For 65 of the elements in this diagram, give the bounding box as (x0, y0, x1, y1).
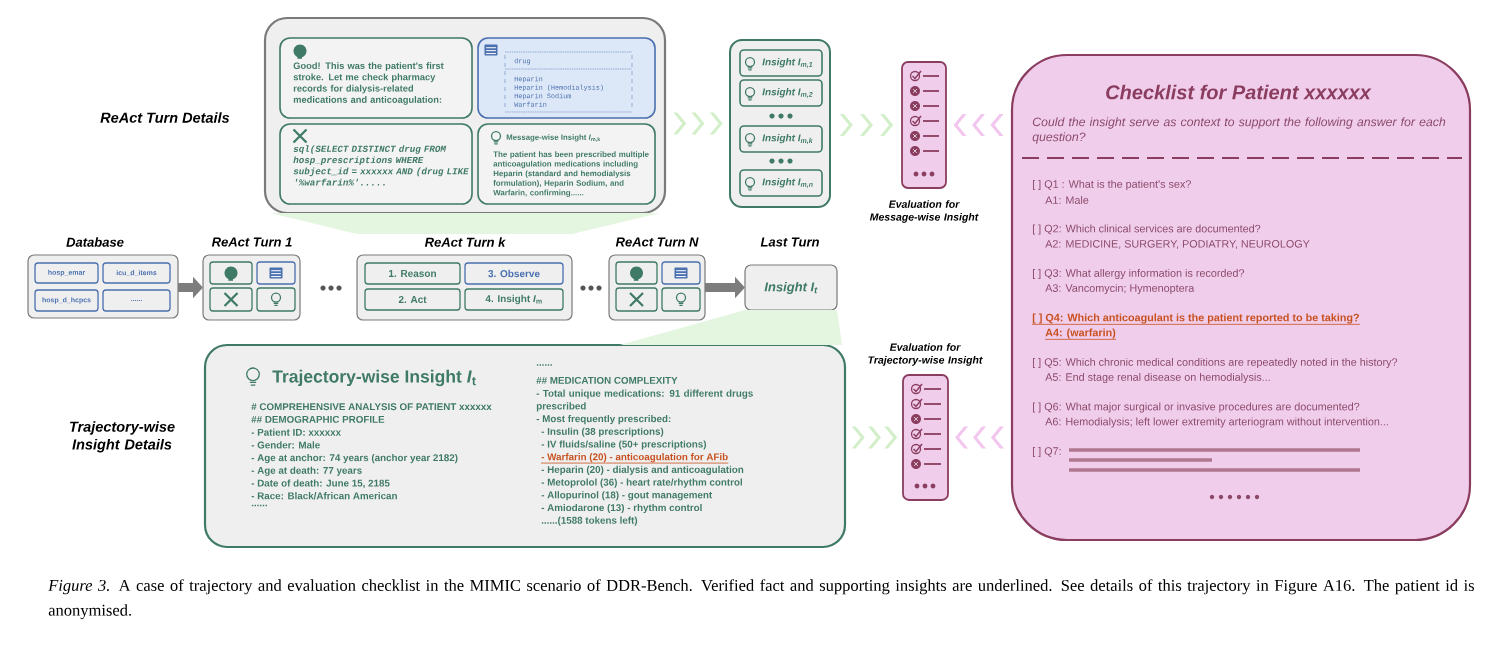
section-heading: Trajectory-wise Insight Details (70, 421, 175, 453)
insight-label: Insight I$_{t}$ (764, 281, 818, 295)
step-label: 2. Act (398, 295, 427, 304)
answer-text: A5: End stage renal disease on hemodialysis... (1045, 372, 1270, 384)
column-heading: Last Turn (760, 237, 819, 247)
insight-line: ...... (536, 364, 552, 366)
question-text: [ ] Q3: What allergy information is recorded? (1032, 268, 1245, 280)
insight-line: - Age at death: 77 years (251, 466, 362, 476)
insight-line: - Heparin (20) - dialysis and anticoagulation (541, 465, 744, 475)
insight-line: ## MEDICATION COMPLEXITY (536, 376, 678, 384)
checklist-title: Checklist for Patient xxxxxx (1106, 84, 1372, 100)
insight-label: Insight I$_{m,n}$ (762, 178, 813, 188)
figure-caption: Figure 3. A case of trajectory and evaluation checklist in the MIMIC scenario of DDR-Bench. Verified fact and supporting insights are underlined. See details of this trajectory in Figure A16. The patient id is anonymised. (48, 579, 1474, 620)
insight-line: - Race: Black/African American (251, 492, 397, 500)
zoom-funnel (620, 310, 842, 345)
insight-line: - IV fluids/saline (50+ prescriptions) (541, 440, 706, 450)
question-text: [ ] Q4: Which anticoagulant is the patient reported to be taking? (1031, 313, 1361, 325)
answer-text: A2: MEDICINE, SURGERY, PODIATRY, NEUROLOGY (1045, 240, 1310, 249)
insight-line: - Metoprolol (36) - heart rate/rhythm control (541, 478, 742, 488)
reasoning-text: Good! This was the patient's first stroke. Let me check pharmacy records for dialysis-related medications and anticoagulation: (293, 62, 444, 105)
insight-line: - Date of death: June 15, 2185 (251, 479, 390, 488)
evaluation-label: Evaluation for Message-wise Insight (869, 200, 979, 223)
insight-line: - Amiodarone (13) - rhythm control (541, 503, 702, 514)
step-label: 4. Insight I$_{m}$ (485, 294, 542, 305)
insight-line: - Warfarin (20) - anticoagulation for AFib (540, 453, 729, 464)
insight-label: Insight I$_{m,1}$ (762, 58, 813, 68)
insight-line: - Most frequently prescribed: (536, 415, 671, 425)
question-text: [ ] Q6: What major surgical or invasive procedures are documented? (1032, 402, 1360, 413)
step-label: 3. Observe (488, 269, 540, 278)
question-text: [ ] Q5: Which chronic medical conditions are repeatedly noted in the history? (1032, 357, 1398, 369)
step-label: 1. Reason (389, 270, 436, 277)
insight-line: - Age at anchor: 74 years (anchor year 2182) (251, 454, 458, 464)
insight-line: # COMPREHENSIVE ANALYSIS OF PATIENT xxxxxx (251, 403, 492, 411)
panel-title: Trajectory-wise Insight I$_{t}$ (272, 369, 476, 387)
chevron-arrow (953, 114, 1004, 136)
column-heading: ReAct Turn k (424, 237, 506, 247)
chevron-arrow (673, 112, 723, 135)
insight-line: - Total unique medications: 91 different drugs prescribed (536, 389, 753, 412)
insight-line: - Gender: Male (251, 441, 320, 449)
insight-line: ## DEMOGRAPHIC PROFILE (251, 415, 385, 423)
column-heading: ReAct Turn 1 (211, 237, 292, 247)
chevron-arrow (839, 114, 894, 136)
insight-line: - Allopurinol (18) - gout management (541, 491, 713, 501)
checklist-question: Could the insight serve as context to support the following answer for each question? (1032, 117, 1446, 144)
insight-line: - Patient ID: xxxxxx (251, 428, 341, 436)
answer-text: A3: Vancomycin; Hymenoptera (1045, 283, 1195, 295)
answer-text: A4: (warfarin) (1044, 328, 1117, 340)
answer-text: A6: Hemodialysis; left lower extremity arteriogram without intervention... (1045, 417, 1388, 428)
code-text: sql(SELECT DISTINCT drug FROM hosp_prescriptions WHERE subject_id = xxxxxx AND (drug LIKE '%warfarin%'..... (293, 145, 469, 186)
column-heading: ReAct Turn N (615, 237, 699, 247)
chevron-arrow (955, 426, 1004, 449)
zoom-funnel (270, 213, 660, 234)
chevron-arrow (851, 426, 898, 449)
question-text: [ ] Q1 : What is the patient's sex? (1032, 179, 1191, 191)
column-heading: Database (66, 237, 124, 247)
section-heading: ReAct Turn Details (100, 112, 230, 123)
question-text: [ ] Q7: (1032, 446, 1061, 458)
insight-line: - Insulin (38 prescriptions) (541, 427, 664, 437)
evaluation-label: Evaluation for Trajectory-wise Insight (868, 343, 983, 366)
answer-text: A1: Male (1045, 196, 1089, 204)
insight-line: ......(1588 tokens left) (541, 516, 638, 526)
question-text: [ ] Q2: Which clinical services are documented? (1032, 224, 1261, 235)
insight-label: Insight I$_{m,2}$ (762, 88, 813, 98)
insight-line: ...... (251, 504, 267, 507)
insight-label: Insight I$_{m,k}$ (762, 134, 813, 144)
